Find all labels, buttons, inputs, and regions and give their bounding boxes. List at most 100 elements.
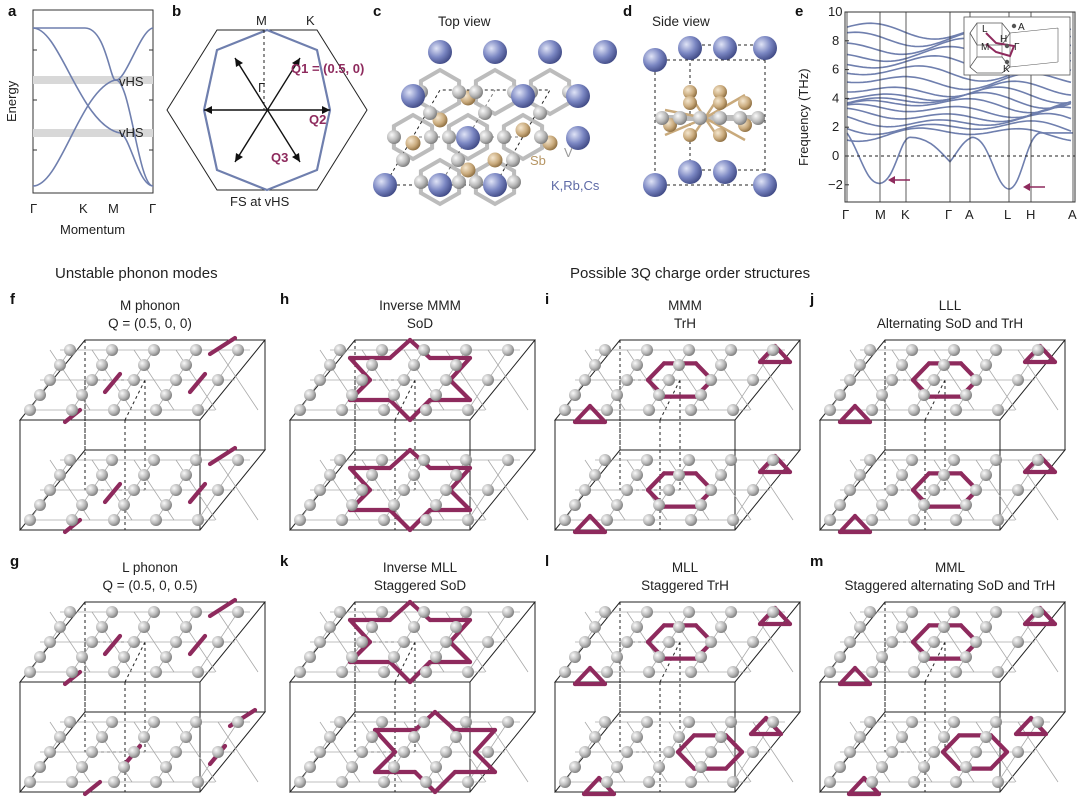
v-atom [715,469,727,481]
kagome-layer [24,597,259,687]
v-atom [918,761,930,773]
v-atom [148,606,160,618]
v-atom [695,389,707,401]
structure-subtitle: Staggered TrH [641,578,729,593]
v-atom [727,404,739,416]
v-atom [621,484,633,496]
v-atom [408,621,420,633]
v-atom [346,499,358,511]
v-atom [643,514,655,526]
v-atom [440,484,452,496]
v-atom [864,716,876,728]
panel-e-frame [844,11,1076,203]
charge-bond [372,727,398,755]
v-atom [715,359,727,371]
v-atom [398,484,410,496]
phonon-branch [846,91,1072,110]
v-atom [96,469,108,481]
charge-bond [910,471,932,493]
label-m: M [256,13,267,28]
v-atom [138,359,150,371]
v-atom [569,651,581,663]
kagome-layer [559,605,794,687]
v-atom [190,454,202,466]
v-atom [854,469,866,481]
v-atom [928,746,940,758]
v-atom [854,359,866,371]
v-atom [76,651,88,663]
v-atom [408,359,420,371]
v-atom [866,404,878,416]
v-atom [559,404,571,416]
v-atom [150,514,162,526]
v-atom [24,776,36,788]
v-atom [334,716,346,728]
v-atom [653,499,665,511]
panel-label: f [10,291,16,308]
v-atom [938,621,950,633]
tick-gamma-1: Γ [30,201,37,216]
v-atom [334,454,346,466]
vhs-label-upper: vHS [119,74,144,89]
v-atom [64,716,76,728]
v-atom [190,344,202,356]
v-atom [663,484,675,496]
inset-bz: L A H M Γ K [963,16,1071,76]
v-atom [366,469,378,481]
v-atom [148,344,160,356]
charge-bond [581,775,602,797]
unstable-arrows [888,176,1045,191]
v-atom [725,344,737,356]
v-atom [938,469,950,481]
structure-title: L phonon [122,560,178,575]
v-atom [621,374,633,386]
panel-c-label: c [373,3,381,20]
inset-k: K [1003,64,1010,75]
v-atom [180,359,192,371]
xtick-label: A [965,207,974,222]
v-atom [621,746,633,758]
phonon-branch [846,97,1072,114]
v-atom [66,514,78,526]
v-atom [128,484,140,496]
v-atom [460,606,472,618]
band-upper [33,27,154,81]
panel-b-caption: FS at vHS [230,194,290,209]
charge-bond [645,471,667,493]
v-atom [1032,454,1044,466]
v-atom [876,651,888,663]
v-atom [34,761,46,773]
v-atom [408,731,420,743]
charge-bond [587,665,608,687]
v-atom [685,666,697,678]
v-atom [908,776,920,788]
v-atom [725,454,737,466]
xtick-label: L [1004,207,1011,222]
ytick-label: 2 [832,119,839,134]
structure-subtitle: Alternating SoD and TrH [877,316,1023,331]
v-atom [663,746,675,758]
v-atom [876,499,888,511]
v-atom [450,621,462,633]
v-atom [970,374,982,386]
v-atom [653,389,665,401]
v-atom [76,761,88,773]
v-atom [502,716,514,728]
label-q3: Q3 [271,150,288,165]
charge-bond [447,639,473,665]
v-atom [663,374,675,386]
v-atom [398,374,410,386]
v-atom [148,454,160,466]
v-atom [304,761,316,773]
v-atom [673,359,685,371]
v-atom [76,389,88,401]
charge-bond [372,749,398,775]
charge-bond [572,513,593,535]
v-atom [673,731,685,743]
v-atom [460,344,472,356]
v-atom [346,761,358,773]
v-atom [715,731,727,743]
v-atom [150,776,162,788]
